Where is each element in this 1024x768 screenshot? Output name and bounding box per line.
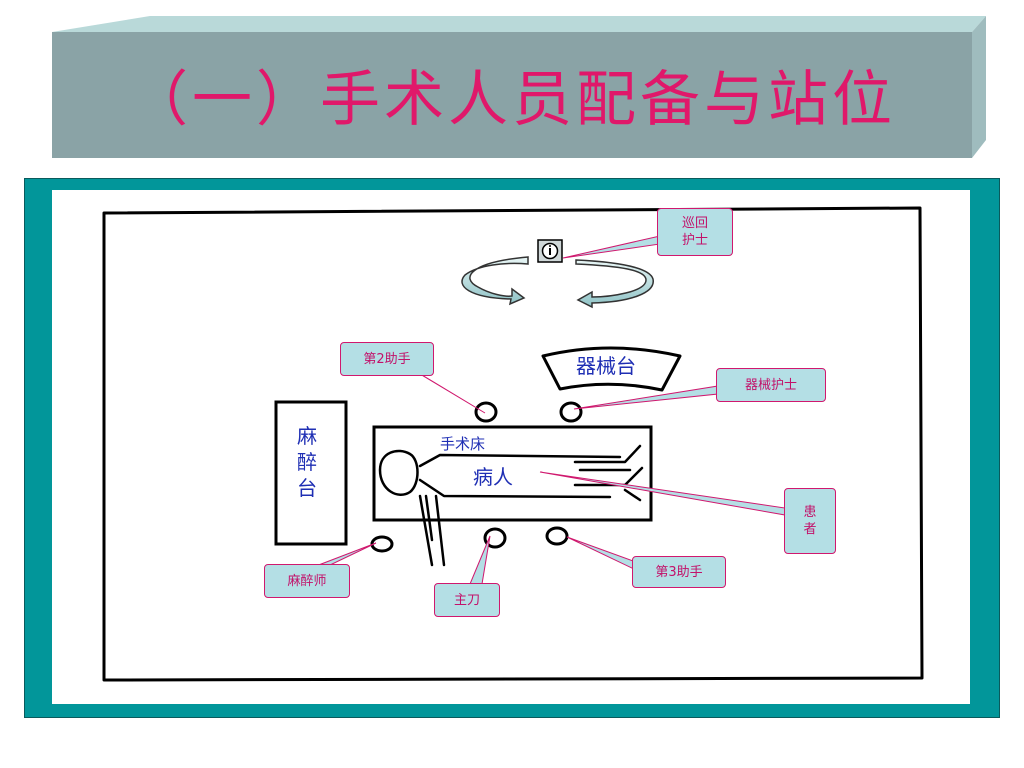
instrument-table: [541, 346, 682, 392]
rotation-arrow-left: [461, 256, 529, 306]
callout-third-assistant: 第3助手: [632, 556, 726, 588]
circulating-nurse-icon: [537, 239, 563, 263]
operating-bed: [372, 425, 653, 522]
position-surgeon: [483, 527, 507, 549]
callout-patient: 患者: [784, 488, 836, 554]
position-second-assistant: [474, 401, 498, 423]
position-scrub-nurse: [559, 401, 583, 423]
pointer-anesthesiologist: [315, 542, 377, 567]
anesthesia-table: [274, 400, 348, 546]
title-banner: [52, 16, 986, 158]
pointer-third-assistant: [566, 536, 637, 571]
patient-label: 病人: [473, 465, 513, 489]
callout-circulating-nurse: 巡回护士: [657, 208, 733, 256]
room-outline: [102, 206, 924, 682]
callout-scrub-nurse: 器械护士: [716, 368, 826, 402]
operating-bed-label: 手术床: [440, 435, 486, 453]
pointer-circulating-nurse: [562, 235, 661, 259]
rotation-arrow-right: [575, 259, 654, 309]
anesthesia-table-label: 麻醉台: [297, 424, 317, 500]
pointer-surgeon: [469, 535, 491, 585]
patient-figure: [378, 444, 644, 567]
callout-second-assistant: 第2助手: [340, 342, 434, 376]
position-third-assistant: [545, 526, 569, 546]
callout-surgeon: 主刀: [434, 583, 500, 617]
instrument-table-label: 器械台: [576, 354, 636, 378]
callout-anesthesiologist: 麻醉师: [264, 564, 350, 598]
pointer-scrub-nurse: [573, 385, 719, 410]
slide-title: （一）手术人员配备与站位: [128, 64, 896, 135]
